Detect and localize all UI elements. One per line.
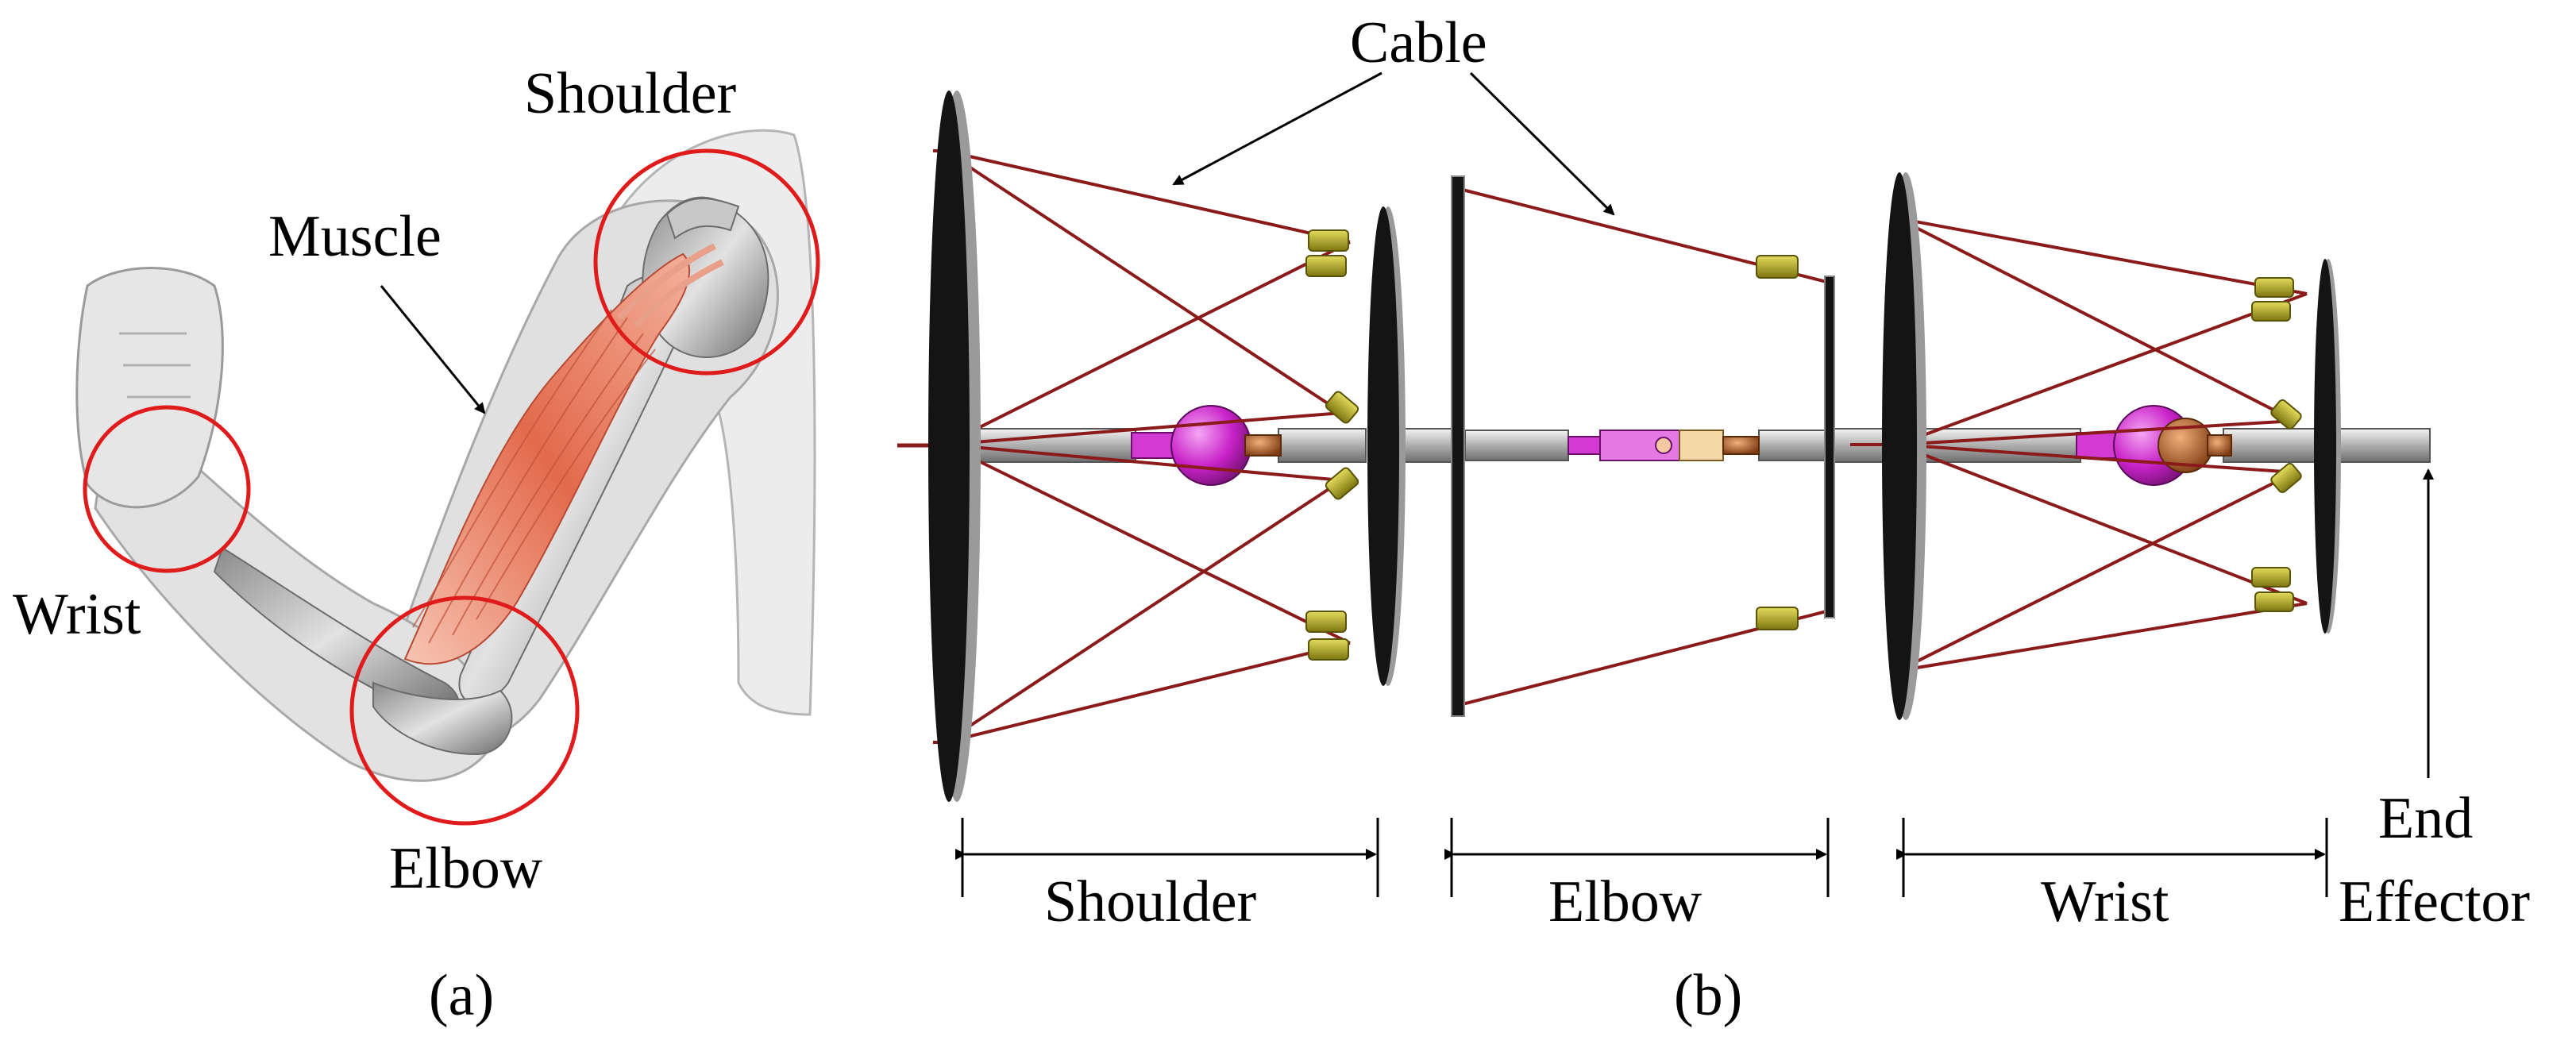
hinge-pin-icon	[1655, 437, 1672, 454]
wrist-highlight-circle	[83, 405, 251, 573]
end-effector-label-line2: Effector	[2339, 869, 2530, 934]
muscle-label: Muscle	[268, 204, 442, 269]
elbow-hinge-joint	[1568, 430, 1760, 461]
cable	[1897, 443, 2296, 474]
shoulder-highlight-circle	[593, 148, 820, 376]
dimension-brackets	[955, 818, 2328, 897]
eyelet	[1756, 607, 1799, 630]
cable	[1897, 217, 2308, 295]
elbow-base-plate	[1451, 175, 1465, 717]
eyelet	[1325, 391, 1359, 424]
rod-segment	[1758, 430, 1827, 461]
panel-a-arm-illustration	[75, 129, 816, 782]
cable	[944, 443, 1343, 482]
cable	[1897, 443, 2308, 605]
shoulder-label-b: Shoulder	[1044, 869, 1256, 934]
cable-eyelets	[1305, 229, 2302, 661]
ulna-bone	[372, 681, 513, 756]
muscle-pointer-arrow	[380, 285, 486, 414]
hand-fist	[75, 267, 224, 509]
panel-b-robot-schematic	[897, 91, 2431, 802]
wrist-label-b: Wrist	[2041, 869, 2169, 934]
wrist-spherical-joint	[2076, 405, 2232, 486]
cable	[944, 642, 1351, 744]
eyelet	[2251, 301, 2291, 322]
wrist-label-a: Wrist	[13, 582, 141, 647]
eyelet	[1325, 467, 1359, 500]
cable	[944, 241, 1351, 446]
hinge-clevis	[1679, 430, 1724, 461]
cable	[944, 443, 1351, 645]
cable	[1897, 419, 2296, 446]
eyelet	[1305, 255, 1347, 277]
eyelet	[2270, 399, 2302, 430]
wrist-base-disc	[1882, 172, 1926, 720]
caption-b: (b)	[1674, 963, 1742, 1028]
end-effector-label-line1: End	[2378, 786, 2473, 851]
joint-neck-bronze	[2207, 434, 2232, 457]
ball-joint-icon	[1170, 405, 1251, 486]
wrist-end-disc	[2314, 259, 2341, 634]
eyelet	[2270, 462, 2302, 494]
eyelet	[1305, 611, 1347, 633]
biceps-tendon	[617, 243, 724, 328]
rod-segment	[1278, 428, 1367, 463]
shoulder-base-disc	[928, 91, 981, 802]
eyelet	[1308, 229, 1349, 252]
eyelet	[2254, 591, 2294, 612]
shoulder-end-disc	[1367, 206, 1406, 686]
cable	[1897, 471, 2296, 672]
cable	[944, 149, 1351, 244]
caption-a: (a)	[429, 963, 494, 1028]
cable-pointer-arrow-right	[1469, 71, 1615, 216]
elbow-highlight-circle	[349, 595, 580, 826]
cable-label: Cable	[1350, 10, 1487, 75]
rod-segment	[964, 428, 1136, 463]
hinge-neck-magenta	[1568, 436, 1605, 455]
rod-segment	[2223, 428, 2327, 463]
cable	[943, 149, 1344, 414]
cable	[944, 411, 1343, 446]
cable	[1897, 292, 2308, 446]
hinge-neck-bronze	[1722, 436, 1760, 455]
shoulder-label-a: Shoulder	[524, 61, 736, 126]
rod-segment	[1464, 430, 1569, 461]
elbow-label-a: Elbow	[389, 836, 543, 901]
cable	[943, 479, 1344, 744]
joint-neck-bronze	[1244, 434, 1282, 457]
elbow-end-plate	[1824, 275, 1835, 618]
eyelet	[1308, 638, 1349, 661]
eyelet	[2251, 567, 2291, 588]
finger-lines	[119, 332, 191, 399]
muscle-fibers	[412, 309, 656, 644]
eyelet	[1756, 255, 1799, 279]
cable	[1897, 602, 2308, 672]
clavicle-bone	[665, 198, 740, 240]
cable-pointer-arrow-left	[1172, 71, 1382, 186]
end-effector-rod	[2334, 428, 2431, 463]
elbow-label-b: Elbow	[1548, 869, 1703, 934]
cable	[1897, 217, 2296, 422]
joint-neck-magenta	[2076, 432, 2121, 459]
eyelet	[2254, 277, 2294, 298]
